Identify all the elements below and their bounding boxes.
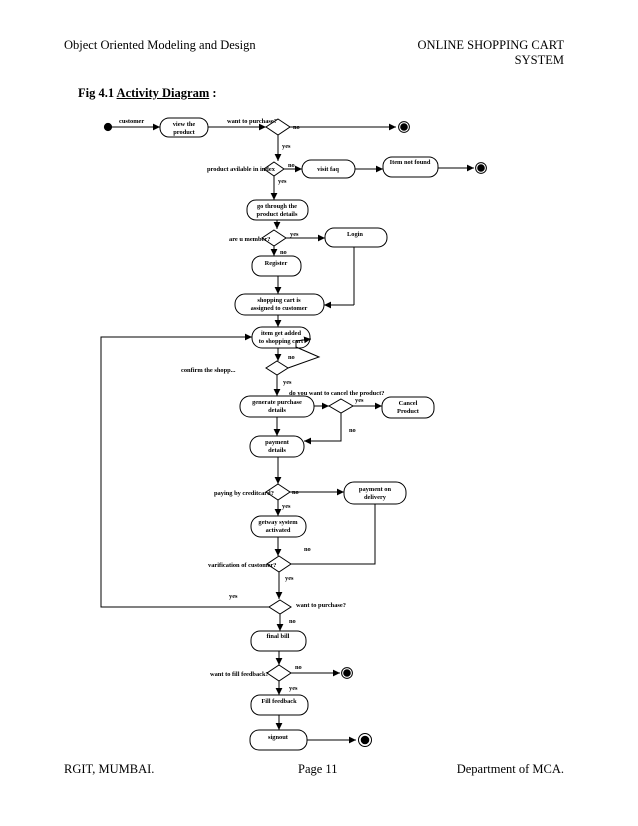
label-are-member: are u member?	[229, 236, 270, 243]
figure-title: Activity Diagram	[116, 86, 210, 100]
end-node-2	[475, 162, 487, 174]
start-node	[103, 122, 113, 132]
label-cart-2: assigned to customer	[251, 305, 308, 312]
activity-login	[324, 227, 388, 248]
label-final-bill: final bill	[267, 633, 290, 640]
label-yes-7: yes	[285, 575, 294, 582]
label-item-added-2: to shopping cart	[259, 338, 304, 345]
label-payment-1: payment	[265, 439, 290, 446]
label-feedback-question: want to fill feedback?	[210, 671, 269, 678]
label-visit-faq: visit faq	[317, 166, 339, 173]
label-item-added-1: item get added	[261, 330, 302, 337]
label-go-through-2: product details	[257, 211, 298, 218]
label-customer: customer	[119, 118, 144, 125]
label-view-product-1: view the	[173, 121, 196, 128]
label-verification: varification of customer?	[208, 562, 277, 569]
label-no-6: no	[292, 489, 299, 496]
label-yes-1: yes	[282, 143, 291, 150]
activity-register	[251, 255, 302, 277]
label-generate-1: generate purchase	[252, 399, 302, 406]
end-node-1	[398, 121, 410, 133]
label-product-available: product avilable in index	[207, 166, 276, 173]
figure-number: Fig 4.1	[78, 86, 115, 100]
activity-cart-assigned	[234, 293, 325, 316]
label-cancel-question: do you want to cancel the product?	[289, 390, 384, 397]
label-want-purchase-1: want to purchase?	[227, 118, 277, 125]
label-yes-4: yes	[283, 379, 292, 386]
label-confirm: confirm the shopp...	[181, 367, 236, 374]
label-payment-2: details	[268, 447, 286, 454]
label-gateway-1: getway system	[258, 519, 298, 526]
footer-left: RGIT, MUMBAI.	[64, 762, 155, 776]
label-signout: signout	[268, 734, 289, 741]
label-no-4: no	[288, 354, 295, 361]
label-no-5: no	[349, 427, 356, 434]
header-right-line2: SYSTEM	[514, 53, 564, 67]
activity-payment-details	[249, 435, 305, 458]
activity-item-not-found	[382, 156, 439, 178]
label-yes-9: yes	[289, 685, 298, 692]
label-no-8: no	[289, 618, 296, 625]
figure-suffix: :	[209, 86, 217, 100]
label-login: Login	[347, 231, 363, 238]
label-no-9: no	[295, 664, 302, 671]
label-yes-5: yes	[355, 397, 364, 404]
label-fill-feedback: Fill feedback	[261, 698, 297, 705]
label-no-3: no	[280, 249, 287, 256]
label-pod-2: delivery	[364, 494, 387, 501]
label-no-1: no	[293, 124, 300, 131]
label-no-2: no	[288, 162, 295, 169]
label-yes-2: yes	[278, 178, 287, 185]
label-pod-1: payment on	[359, 486, 392, 493]
label-gateway-2: activated	[266, 527, 291, 534]
label-view-product-2: product	[173, 129, 195, 136]
decision-want-to-purchase-2	[268, 599, 292, 615]
label-go-through-1: go through the	[257, 203, 297, 210]
figure-caption: Fig 4.1 Activity Diagram :	[78, 86, 217, 101]
footer-right: Department of MCA.	[456, 762, 564, 776]
footer-page-number: Page 11	[298, 762, 338, 776]
decision-fill-feedback	[266, 664, 292, 682]
label-generate-2: details	[268, 407, 286, 414]
activity-cancel-product	[381, 396, 435, 419]
label-cancel-2: Product	[397, 408, 420, 415]
label-item-not-found: Item not found	[390, 159, 431, 166]
end-node-final	[358, 733, 372, 747]
header-right-title: ONLINE SHOPPING CART SYSTEM	[364, 38, 564, 68]
end-node-3	[341, 667, 353, 679]
header-left-title: Object Oriented Modeling and Design	[64, 38, 256, 52]
label-cart-1: shopping cart is	[257, 297, 301, 304]
label-yes-6: yes	[282, 503, 291, 510]
label-paying-credit: paying by creditcard?	[214, 490, 274, 497]
label-want-purchase-2: want to purchase?	[296, 602, 346, 609]
header-right-line1: ONLINE SHOPPING CART	[417, 38, 564, 52]
label-yes-8: yes	[229, 593, 238, 600]
label-no-7: no	[304, 546, 311, 553]
label-cancel-1: Cancel	[399, 400, 418, 407]
decision-cancel-product	[328, 398, 354, 414]
label-yes-3: yes	[290, 231, 299, 238]
label-register: Register	[265, 260, 288, 267]
decision-confirm-shopping	[265, 360, 289, 376]
